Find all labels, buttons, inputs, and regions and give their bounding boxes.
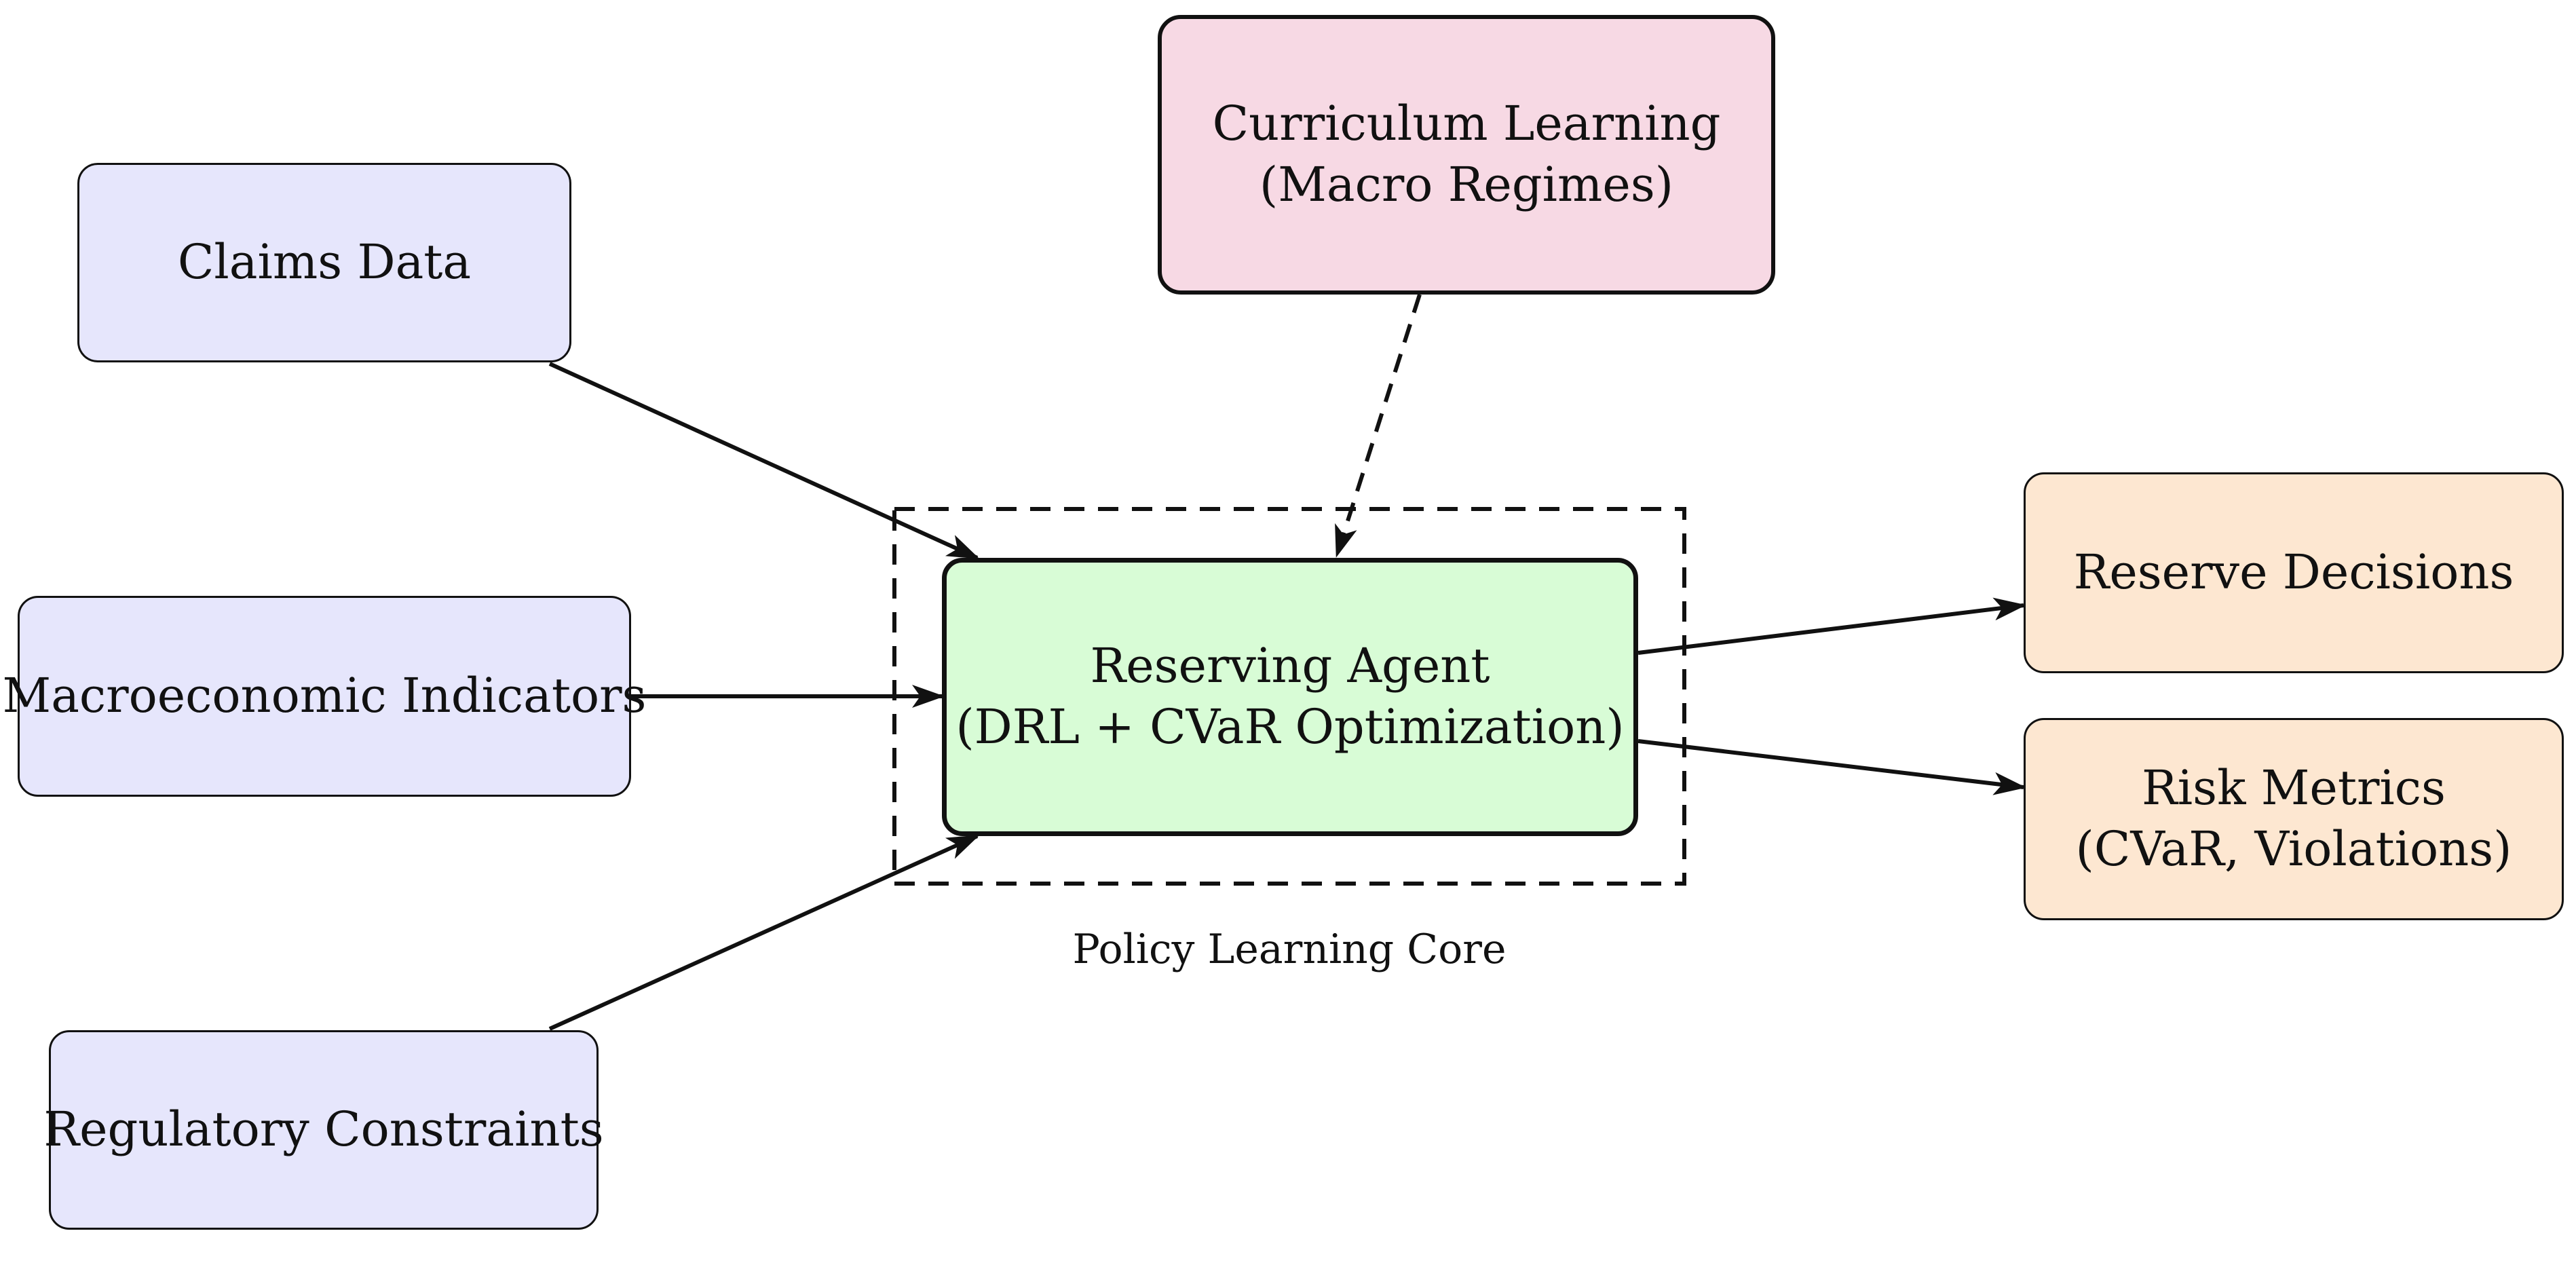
policy-core-label: Policy Learning Core	[1072, 926, 1507, 973]
node-claims-data: Claims Data	[77, 163, 571, 362]
node-macroeconomic-indicators: Macroeconomic Indicators	[3, 596, 646, 797]
node-text-line: (DRL + CVaR Optimization)	[955, 699, 1625, 755]
node-text-line: (Macro Regimes)	[1259, 157, 1674, 212]
edge-agent-to-risk-metrics	[1637, 739, 2026, 795]
node-reserve-decisions: Reserve Decisions	[2024, 472, 2564, 673]
edge-claims-to-agent	[548, 362, 980, 560]
node-text-line: Reserve Decisions	[2073, 544, 2514, 601]
node-risk-metrics: Risk Metrics(CVaR, Violations)	[2024, 718, 2564, 920]
node-curriculum-learning: Curriculum Learning(Macro Regimes)	[1158, 15, 1775, 295]
edge-regulatory-to-agent	[548, 834, 980, 1031]
node-reserving-agent: Reserving Agent(DRL + CVaR Optimization)	[942, 558, 1638, 836]
node-text-line: Claims Data	[177, 234, 472, 290]
node-text-line: Macroeconomic Indicators	[2, 668, 647, 724]
node-text-line: (CVaR, Violations)	[2075, 821, 2512, 877]
edge-agent-to-reserve-decisions	[1637, 597, 2026, 655]
node-text-line: Reserving Agent	[1090, 638, 1490, 694]
node-text-line: Risk Metrics	[2142, 760, 2446, 816]
edge-curriculum-to-agent	[1335, 294, 1422, 558]
node-regulatory-constraints: Regulatory Constraints	[43, 1030, 604, 1230]
node-text-line: Curriculum Learning	[1212, 96, 1721, 152]
node-text-line: Regulatory Constraints	[43, 1101, 604, 1158]
